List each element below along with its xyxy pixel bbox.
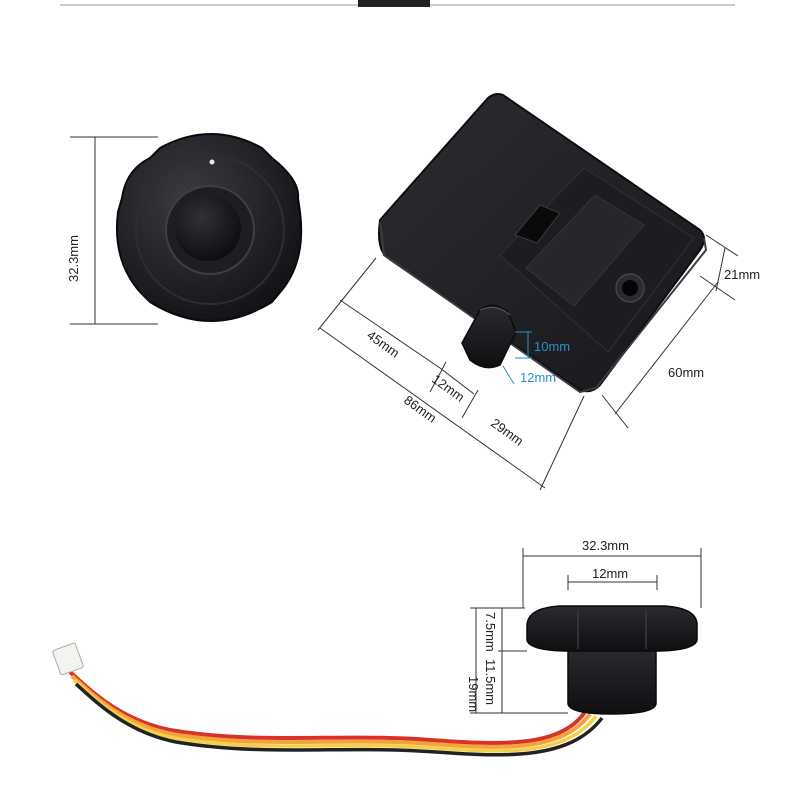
wire-black [74,682,604,757]
top-tab [358,0,430,7]
label-45mm: 45mm [364,327,402,360]
label-12mm-stem: 12mm [592,566,628,581]
wire-red [68,670,587,745]
knob-ring [135,155,285,305]
dim-line-12 [439,367,475,395]
keyhole [622,280,638,296]
label-12mm-blue: 12mm [520,370,556,385]
knob-front-view: 32.3mm [66,133,303,325]
dim-line-height [715,247,726,292]
ext-line-b [699,275,736,301]
indicator-dot [209,159,215,165]
blue-line-12 [502,365,515,385]
label-86mm: 86mm [401,392,439,425]
dim-line-45 [339,299,441,369]
ext-line-left [317,257,377,331]
knob-cap [526,605,698,652]
bolt-highlight [479,306,511,316]
label-21mm: 21mm [724,267,760,282]
ext-line-bolt-right [461,389,479,419]
lock-body-edge [379,221,708,394]
label-75mm: 7.5mm [483,612,498,652]
label-29mm: 29mm [488,415,526,448]
dim-line-86 [319,327,546,489]
label-60mm: 60mm [668,365,704,380]
ext-line-bolt-left [429,361,447,393]
cover-plate [525,194,645,307]
ext-line-c [601,394,629,429]
wire-yellow [72,678,598,753]
ext-line-a [705,234,739,257]
knob-side-view: 32.3mm 12mm 19mm 7.5mm 11.5mm [52,538,702,757]
lock-body-view: 21mm 60mm 45mm 12mm 86mm 29mm 10mm 12mm [317,93,760,491]
ext-line-right [539,395,585,491]
fingerprint-sensor [175,195,241,261]
label-323mm: 32.3mm [582,538,629,553]
dim-line-depth [614,281,719,415]
latch-slot [514,204,561,244]
label-19mm: 19mm [466,676,481,712]
wire-orange [70,674,592,749]
knob-height-label: 32.3mm [66,235,81,282]
knob-stem [567,645,657,715]
wire-connector [52,642,84,676]
label-10mm: 10mm [534,339,570,354]
label-12mm-bolt: 12mm [429,371,467,404]
label-115mm: 11.5mm [483,659,498,705]
